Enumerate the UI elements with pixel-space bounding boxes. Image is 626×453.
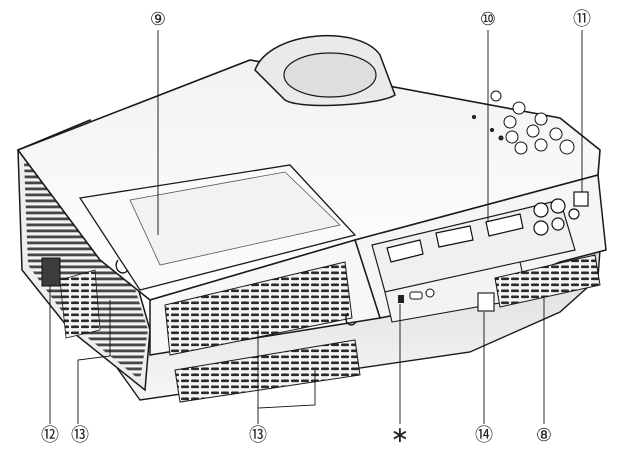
- callout-13-center: ⑬: [249, 425, 267, 446]
- control-button: [534, 138, 548, 152]
- control-button: [505, 130, 519, 144]
- vga-port: [435, 225, 474, 248]
- intake-vent-13: [164, 261, 353, 356]
- control-button: [503, 115, 517, 129]
- side-vent-13: [59, 269, 101, 339]
- control-button: [512, 101, 526, 115]
- callout-13-left: ⑬: [71, 425, 89, 446]
- lamp-cover-panel: [129, 171, 341, 266]
- av-jack: [568, 208, 580, 220]
- control-button: [514, 141, 528, 155]
- av-jack: [551, 217, 565, 231]
- callout-9: ⑨: [150, 9, 166, 30]
- control-button: [549, 127, 563, 141]
- terminals: [386, 191, 589, 263]
- small-port: [425, 288, 435, 298]
- vga-port: [386, 239, 424, 263]
- leader-13-left: [77, 300, 111, 424]
- av-jack: [550, 198, 566, 214]
- callout-14: ⑭: [475, 425, 493, 446]
- control-button: [490, 90, 502, 102]
- kensington-slot: [409, 291, 423, 300]
- vga-port: [485, 213, 524, 237]
- control-button: [526, 124, 540, 138]
- lan-port-11: [573, 191, 589, 207]
- lower-vent: [174, 339, 361, 403]
- callout-11: ⑪: [573, 9, 591, 30]
- foot-adjuster-14: [477, 292, 495, 312]
- indicator-dot: [472, 115, 476, 119]
- indicator-dot: [498, 135, 504, 141]
- control-button: [534, 112, 548, 126]
- leader-lines: [49, 30, 583, 424]
- lock-symbol: [345, 312, 357, 326]
- av-jack: [533, 202, 549, 218]
- leader-13-center: [257, 370, 316, 424]
- exhaust-vent-8: [494, 254, 601, 308]
- security-slot: [398, 295, 404, 303]
- callout-12: ⑫: [41, 425, 59, 446]
- power-inlet-12: [41, 257, 61, 287]
- callout-8: ⑧: [536, 425, 552, 446]
- lamp-symbol: [115, 259, 129, 274]
- av-jack: [533, 220, 549, 236]
- lens-cover: [283, 52, 377, 98]
- control-button: [559, 139, 575, 155]
- callout-asterisk: ∗: [391, 423, 409, 448]
- terminal-panel-10: [371, 199, 576, 293]
- callout-10: ⑩: [480, 9, 496, 30]
- indicator-dot: [490, 128, 494, 132]
- control-panel: [472, 90, 575, 155]
